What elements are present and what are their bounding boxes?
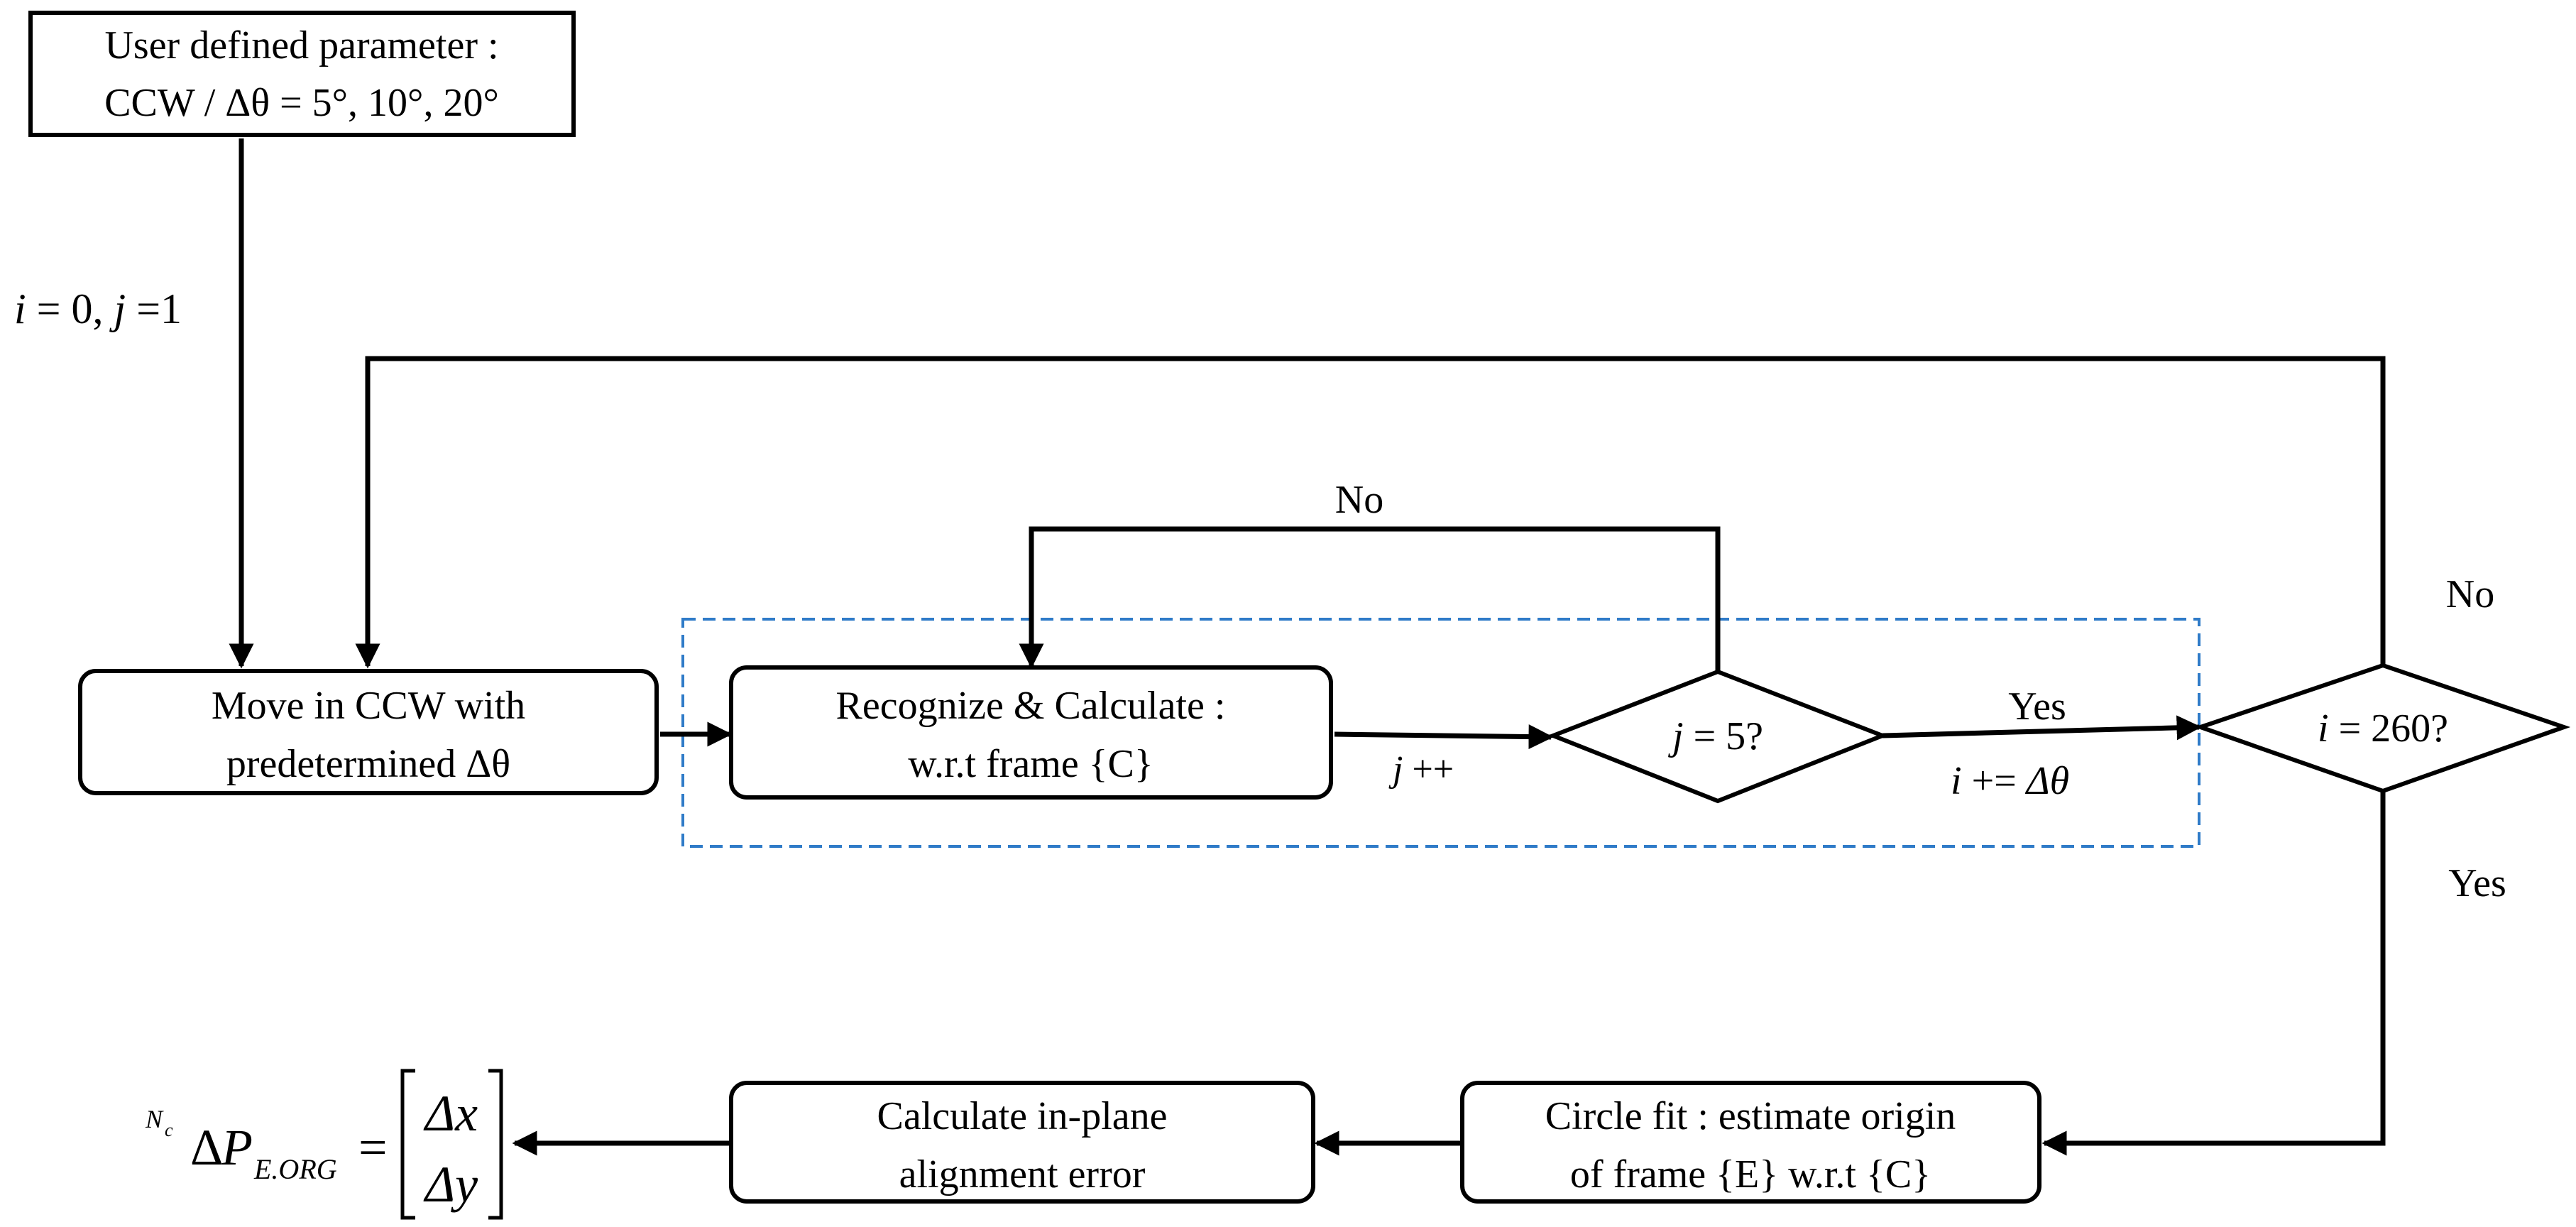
move-line2: predetermined Δθ — [226, 742, 510, 786]
user-parameter-box: User defined parameter : CCW / Δθ = 5°, … — [28, 11, 576, 137]
formula-delta: Δ — [190, 1119, 223, 1176]
i-increment-delta: Δθ — [2025, 759, 2069, 803]
decision-i-text: i = 260? — [2318, 707, 2448, 751]
no-inner-label: No — [1335, 478, 1383, 522]
matrix-row-dx: Δx — [423, 1085, 478, 1142]
formula-P: P — [221, 1119, 253, 1176]
arrow-decision-j-no-loop — [1019, 526, 1721, 672]
recognize-box: Recognize & Calculate : w.r.t frame {C} — [729, 665, 1333, 800]
matrix-row-dy: Δy — [423, 1156, 478, 1213]
no-outer-label: No — [2446, 572, 2494, 616]
decision-j-var: j — [1668, 714, 1684, 758]
user-parameter-line1: User defined parameter : — [104, 23, 498, 67]
yes-outer-label: Yes — [2448, 861, 2506, 905]
init-mid1: = 0, — [26, 285, 114, 332]
j-increment-var: j — [1388, 749, 1403, 790]
init-i: i — [14, 285, 26, 332]
i-increment-var: i — [1951, 759, 1962, 803]
result-formula: N c Δ P E.ORG = Δx Δy — [145, 1069, 503, 1220]
decision-j-diamond: j = 5? — [1547, 669, 1889, 804]
decision-i-var: i — [2318, 707, 2329, 751]
i-increment-op: += — [1962, 759, 2027, 803]
j-increment-op: ++ — [1403, 749, 1454, 790]
calc-error-line2: alignment error — [899, 1152, 1146, 1196]
decision-i-diamond: i = 260? — [2193, 662, 2571, 794]
connectors — [229, 138, 2386, 1156]
recognize-line1: Recognize & Calculate : — [836, 684, 1226, 728]
arrow-recognize-to-decision-j — [1334, 724, 1554, 750]
i-increment-label: i += Δθ — [1951, 759, 2069, 803]
arrow-decision-i-no-loop — [355, 356, 2386, 669]
formula-subscript: E.ORG — [253, 1153, 337, 1185]
calc-error-box: Calculate in-plane alignment error — [729, 1081, 1315, 1204]
move-box: Move in CCW with predetermined Δθ — [78, 669, 659, 795]
decision-i-rest: = 260? — [2329, 707, 2448, 751]
yes-inner-label: Yes — [2008, 685, 2066, 729]
arrow-decision-j-yes-to-decision-i — [1882, 715, 2202, 741]
init-label: i = 0, j =1 — [14, 285, 182, 332]
formula-superscript: N — [145, 1105, 164, 1133]
decision-j-text: j = 5? — [1668, 714, 1763, 758]
move-line1: Move in CCW with — [212, 684, 525, 728]
circle-fit-line2: of frame {E} w.r.t {C} — [1570, 1152, 1931, 1196]
circle-fit-line1: Circle fit : estimate origin — [1545, 1094, 1956, 1138]
matrix-right-bracket — [488, 1069, 503, 1220]
init-mid2: =1 — [126, 285, 182, 332]
user-parameter-line2: CCW / Δθ = 5°, 10°, 20° — [104, 81, 499, 125]
formula-equals: = — [358, 1119, 388, 1176]
formula-superscript-sub: c — [165, 1120, 173, 1140]
arrow-decision-i-yes-to-circle-fit — [2041, 791, 2386, 1156]
recognize-line2: w.r.t frame {C} — [908, 742, 1153, 786]
circle-fit-box: Circle fit : estimate origin of frame {E… — [1460, 1081, 2041, 1204]
decision-j-rest: = 5? — [1684, 714, 1763, 758]
matrix-left-bracket — [400, 1069, 415, 1220]
calc-error-line1: Calculate in-plane — [877, 1094, 1168, 1138]
j-increment-label: j ++ — [1388, 749, 1454, 790]
